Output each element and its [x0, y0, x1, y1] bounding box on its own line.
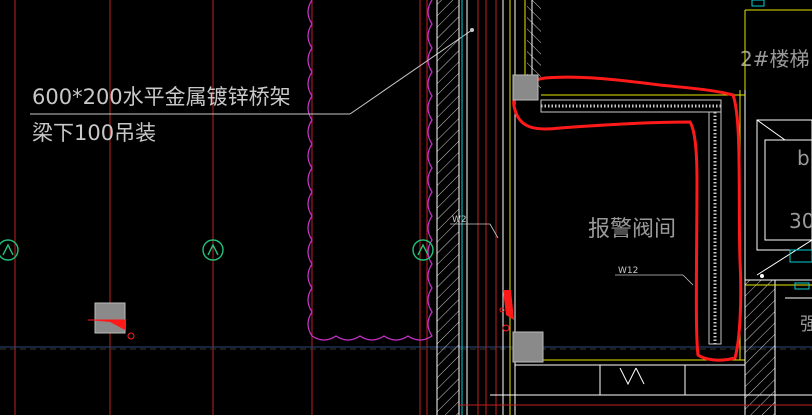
cable-tray	[540, 99, 722, 345]
annotation-line1: 600*200水平金属镀锌桥架	[32, 85, 291, 109]
partial-right-char: 强	[800, 314, 812, 335]
partial-b: b	[797, 146, 810, 170]
tag-w12: W12	[618, 266, 638, 276]
leader-dot	[470, 28, 474, 32]
revision-cloud	[307, 0, 433, 341]
structural-wall	[436, 0, 541, 415]
column-markers	[94, 74, 544, 363]
tag-w2-group: W2	[450, 215, 499, 239]
grid-bubble	[412, 239, 434, 261]
grid-bubbles	[0, 239, 434, 261]
bottom-wall	[460, 279, 812, 415]
annotation-line2: 梁下100吊装	[32, 121, 156, 145]
grid-bubble	[0, 239, 19, 261]
column-box	[94, 302, 126, 334]
column-box	[512, 74, 539, 101]
tag-w2: W2	[452, 215, 467, 225]
grid-bubble	[202, 239, 224, 261]
red-markers	[88, 290, 514, 340]
stair-area: 2#楼梯 b 30 强	[740, 9, 812, 335]
corner-marker	[751, 0, 765, 7]
tag-w12-group: W12	[615, 266, 694, 286]
red-highlight-outline	[512, 75, 743, 362]
column-box	[512, 331, 544, 363]
annotation-group: 600*200水平金属镀锌桥架 梁下100吊装	[30, 28, 474, 145]
red-grid-lines	[14, 0, 428, 415]
stair-label: 2#楼梯	[740, 47, 809, 71]
room-label: 报警阀间	[588, 217, 676, 242]
partial-30: 30	[789, 209, 812, 233]
